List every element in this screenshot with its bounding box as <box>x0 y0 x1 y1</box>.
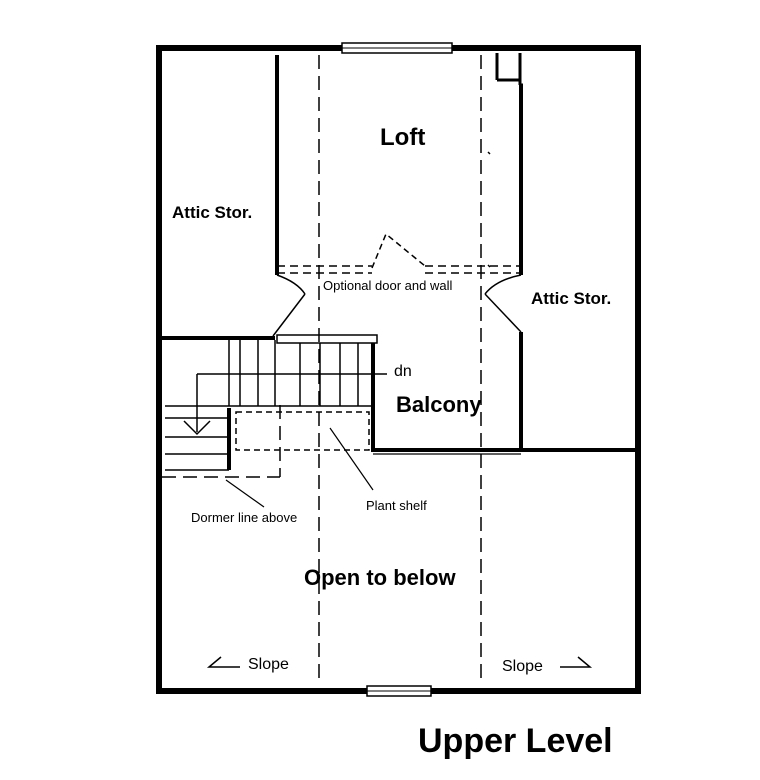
loft-label: Loft <box>380 124 426 151</box>
stair-treads <box>165 340 373 471</box>
optional-door-swing <box>371 232 426 269</box>
dormer-lines <box>162 55 482 680</box>
slope-left-label: Slope <box>248 656 289 673</box>
attic-storage-right-label: Attic Stor. <box>531 289 612 308</box>
plant-shelf-label: Plant shelf <box>366 498 427 513</box>
leader-lines <box>225 427 374 508</box>
flue-box <box>495 53 523 87</box>
slope-right-label: Slope <box>502 658 543 675</box>
open-to-below-label: Open to below <box>304 565 456 590</box>
window-bottom <box>366 685 432 697</box>
interior-walls <box>162 55 638 452</box>
optional-door-label: Optional door and wall <box>323 278 453 293</box>
plant-shelf <box>235 411 370 451</box>
optional-wall <box>277 265 521 274</box>
dormer-line-label: Dormer line above <box>191 510 298 525</box>
plan-title: Upper Level <box>418 722 613 760</box>
window-top <box>341 42 453 54</box>
tick-marks <box>487 151 491 268</box>
stair-down-label: dn <box>394 363 412 380</box>
stair-arrow <box>183 373 387 436</box>
balcony-label: Balcony <box>396 392 482 417</box>
exterior-walls <box>156 45 641 694</box>
slope-arrows <box>206 656 593 668</box>
attic-storage-left-label: Attic Stor. <box>172 203 253 222</box>
attic-doors <box>272 274 522 337</box>
balcony-railing <box>227 334 521 470</box>
